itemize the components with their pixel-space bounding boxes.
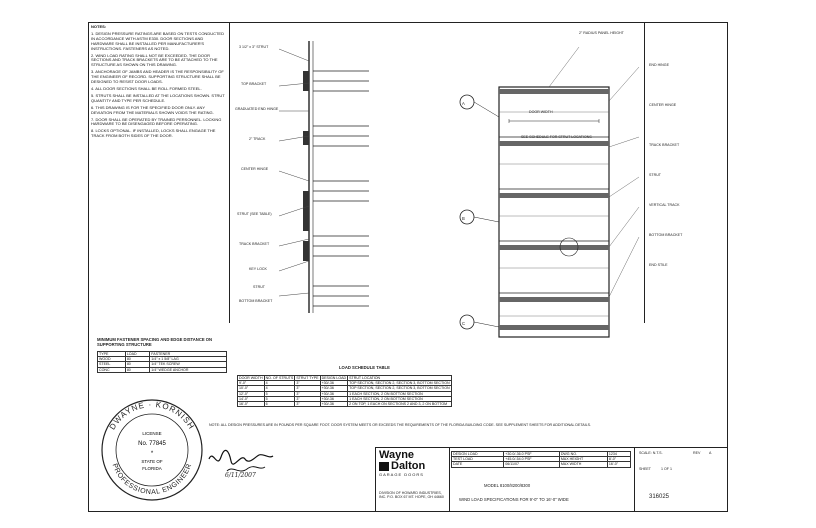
table-row: 9'-0" 4 3" +30/-36 TOP SECTION, SECTION …: [237, 380, 452, 387]
table-row: 16'-0" 6 3" +30/-36 2 ON TOP, 1 EACH ON …: [237, 400, 452, 408]
door-width-label: DOOR WIDTH: [529, 110, 553, 114]
label-r-strut: STRUT: [649, 173, 661, 177]
table-header: DOOR WIDTH: [237, 374, 265, 382]
side-section-detail: [278, 41, 369, 313]
label-r-center-hinge: CENTER HINGE: [649, 103, 677, 107]
label-track: 2" TRACK: [249, 137, 266, 141]
note-item: 5. STRUTS SHALL BE INSTALLED AT THE LOCA…: [91, 92, 225, 103]
drawing-sheet: NOTES: 1. DESIGN PRESSURE RATINGS ARE BA…: [88, 22, 728, 512]
scale-label: SCALE: N.T.S.: [639, 451, 663, 455]
min-table-title: MINIMUM FASTENER SPACING AND EDGE DISTAN…: [97, 337, 213, 348]
divider: [634, 447, 635, 512]
logo-tagline: GARAGE DOORS: [379, 472, 424, 477]
label-r-bottom-bracket: BOTTOM BRACKET: [649, 233, 683, 237]
divider: [229, 23, 230, 323]
wayne-dalton-logo: Wayne Dalton GARAGE DOORS: [379, 450, 435, 490]
seal-license: LICENSE: [142, 431, 161, 436]
title-block-table: DESIGN LOAD +30.0/-36.0 PSF DWG NO. 1234…: [450, 450, 632, 468]
title-block-left: [375, 447, 376, 512]
label-strut: 3 1/2" x 3" STRUT: [239, 45, 269, 49]
model-label: MODEL 8100/8200/8300: [484, 483, 531, 488]
seal-ring-top: DWAYNE · KORNISH: [108, 400, 196, 431]
table-cell: 1 EACH SECTION, 2 ON BOTTOM SECTION: [347, 390, 452, 397]
label-key-lock: KEY LOCK: [249, 267, 267, 271]
note-item: 1. DESIGN PRESSURE RATINGS ARE BASED ON …: [91, 30, 224, 51]
label-panel-height: 2" RADIUS PANEL HEIGHT: [579, 31, 624, 35]
table-cell: 1 EACH SECTION, 2 ON BOTTOM SECTION: [347, 395, 452, 403]
svg-text:DWAYNE · KORNISH: DWAYNE · KORNISH: [108, 400, 197, 431]
divider: [449, 447, 450, 512]
table-cell: 06/11/07: [503, 461, 560, 468]
note-item: 2. WIND LOAD RATING SHALL NOT BE EXCEEDE…: [91, 52, 218, 68]
table-header: NO. OF STRUTS: [263, 374, 296, 382]
marker-c: C: [462, 321, 466, 326]
min-fastener-table: TYPE LOAD FASTENER WOOD 80 1/4" x 1 5/8"…: [97, 350, 227, 373]
seal-number: No. 77845: [138, 441, 166, 447]
table-cell: MAX WIDTH: [558, 461, 608, 468]
table-cell: 16'-0": [606, 461, 632, 468]
label-r-track-bracket: TRACK BRACKET: [649, 143, 680, 147]
strut-schedule-table: DOOR WIDTH NO. OF STRUTS STRUT TYPE DESI…: [237, 374, 452, 408]
note-item: 4. ALL DOOR SECTIONS SHALL BE ROLL FORME…: [91, 85, 202, 91]
table-cell: 80: [124, 366, 151, 373]
table-row: CONC 80 1/4" WEDGE ANCHOR: [97, 366, 227, 373]
table-cell: 6: [263, 400, 296, 408]
note-item: 3. ANCHORAGE OF JAMBS AND HEADER IS THE …: [91, 69, 224, 85]
front-elevation: [459, 46, 640, 338]
label-center-hinge: CENTER HINGE: [241, 167, 269, 171]
seal-state: STATE OF: [141, 459, 163, 464]
label-r-vertical-track: VERTICAL TRACK: [649, 203, 680, 207]
notes-column: NOTES: 1. DESIGN PRESSURE RATINGS ARE BA…: [91, 24, 227, 141]
logo-wayne: Wayne: [379, 449, 415, 461]
table-cell: 3": [294, 400, 321, 408]
table-header: STRUT TYPE: [294, 374, 321, 382]
table-cell: CONC: [97, 366, 126, 373]
note-item: 7. DOOR SHALL BE OPERATED BY TRAINED PER…: [91, 116, 222, 127]
label-strut-locations: SEE SCHEDULE FOR STRUT LOCATIONS: [521, 135, 592, 139]
logo-dalton: Dalton: [391, 460, 426, 472]
table-cell: TOP SECTION, SECTION 2, SECTION 3, BOTTO…: [347, 380, 452, 387]
label-strut-2: STRUT: [253, 285, 265, 289]
strut-table-title: LOAD SCHEDULE TABLE: [339, 365, 390, 370]
table-cell: 2 ON TOP, 1 EACH ON SECTIONS 2 AND 3, 2 …: [347, 400, 452, 408]
company-address: DIVISION OF HOWARD INDUSTRIES, INC. P.O.…: [379, 491, 444, 500]
table-cell: DATE: [450, 461, 505, 468]
drawing-title: WIND LOAD SPECIFICATIONS FOR 9'-0" TO 16…: [459, 497, 569, 502]
marker-a: A: [462, 101, 465, 106]
title-block-top: [375, 447, 728, 448]
engineer-seal: DWAYNE · KORNISH PROFESSIONAL ENGINEER L…: [101, 399, 203, 501]
sheet-value: 1 OF 1: [661, 467, 672, 471]
seal-state-name: FLORIDA: [142, 466, 162, 471]
marker-b: B: [462, 216, 465, 221]
rev-value: A: [709, 451, 712, 455]
notes-title: NOTES:: [91, 24, 107, 29]
general-notes: NOTE: ALL DESIGN PRESSURES ARE IN POUNDS…: [209, 423, 592, 427]
label-r-end-hinge: END HINGE: [649, 63, 669, 67]
svg-text:*: *: [151, 451, 154, 457]
label-r-end-stile: END STILE: [649, 263, 668, 267]
drawing-number: 316025: [649, 494, 670, 500]
label-strut-table: STRUT (SEE TABLE): [237, 212, 272, 216]
table-cell: +30/-36: [319, 400, 349, 408]
note-item: 8. LOCKS OPTIONAL. IF INSTALLED, LOCKS S…: [91, 128, 216, 139]
sheet-label: SHEET: [639, 467, 651, 471]
note-item: 6. THIS DRAWING IS FOR THE SPECIFIED DOO…: [91, 104, 214, 115]
table-cell: 1/4" WEDGE ANCHOR: [149, 366, 227, 373]
table-cell: TOP SECTION, SECTION 2, SECTION 3, BOTTO…: [347, 385, 452, 392]
table-header: DESIGN LOAD: [319, 374, 349, 382]
table-row: 12'-0" 5 3" +30/-36 1 EACH SECTION, 2 ON…: [237, 390, 452, 397]
signature-date: 6/11/2007: [225, 472, 256, 479]
label-top-bracket: TOP BRACKET: [241, 82, 267, 86]
label-track-bracket: TRACK BRACKET: [239, 242, 270, 246]
divider: [644, 23, 645, 323]
rev-label: REV: [693, 451, 701, 455]
engineer-signature: [208, 449, 274, 472]
table-row: DESIGN LOAD +30.0/-36.0 PSF DWG NO. 1234: [450, 450, 632, 458]
label-end-hinge: GRADUATED END HINGE: [235, 107, 279, 111]
label-bottom-bracket: BOTTOM BRACKET: [239, 299, 273, 303]
table-cell: 16'-0": [237, 400, 265, 408]
table-row: DATE 06/11/07 MAX WIDTH 16'-0": [450, 461, 632, 468]
